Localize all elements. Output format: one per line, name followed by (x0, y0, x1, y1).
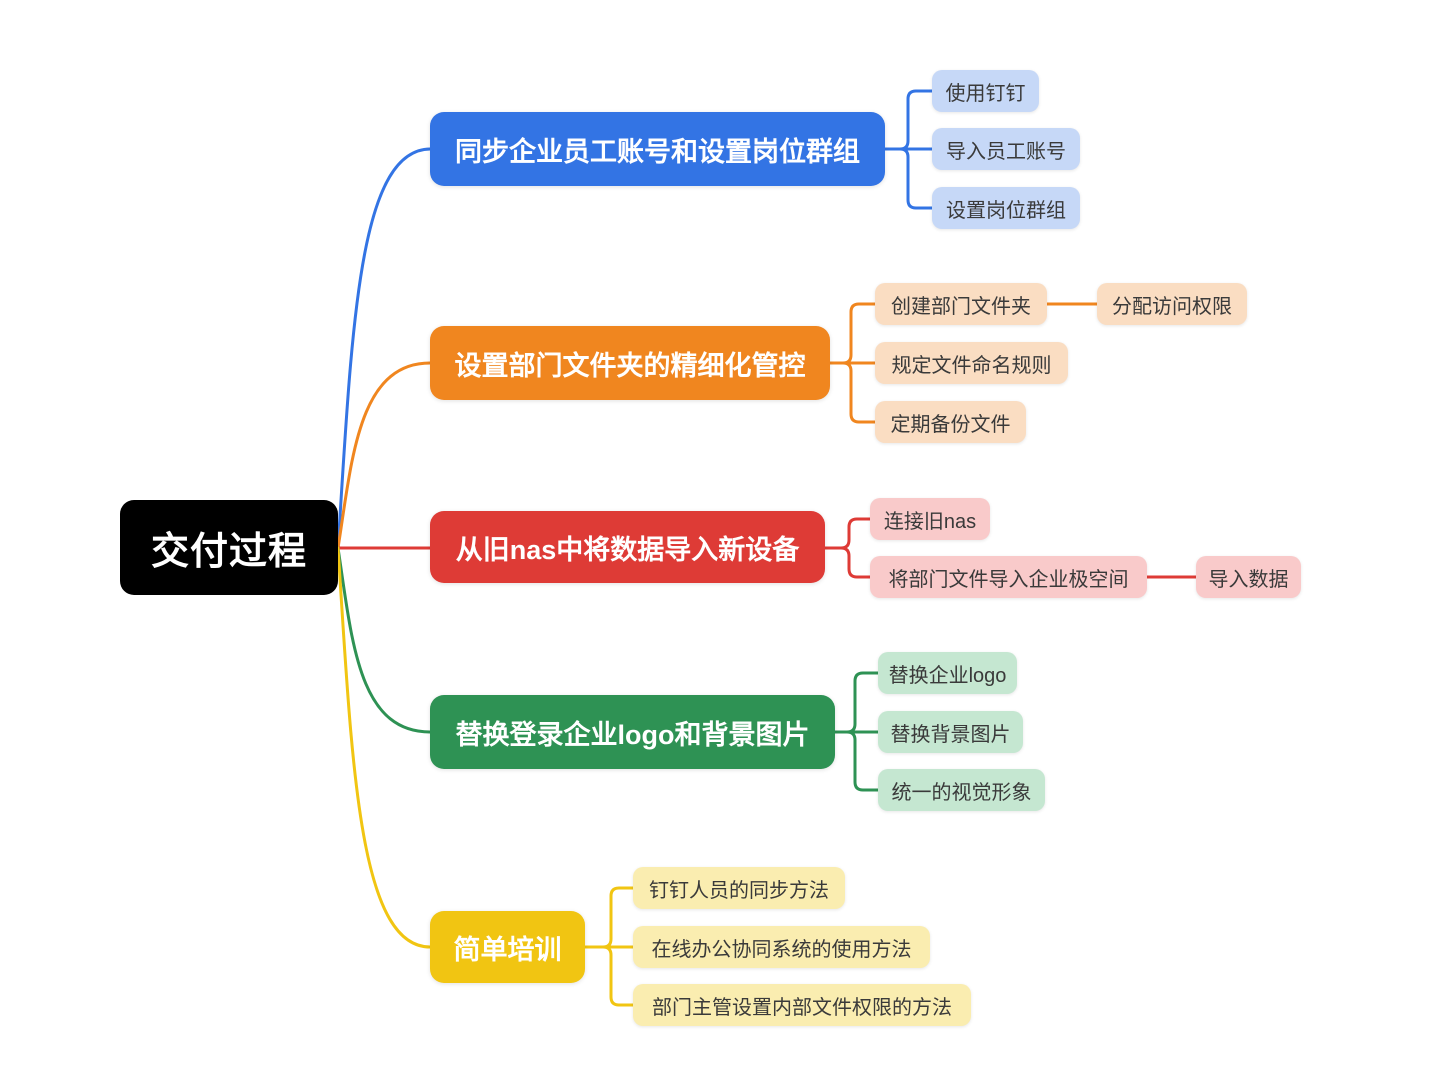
branch-curve-sync-accounts (336, 147, 432, 550)
branch-curve-folder-control (336, 361, 432, 550)
connector-blue-child-3 (883, 147, 934, 210)
connector-green-child-3 (833, 730, 880, 792)
child-node-collab-system-usage[interactable]: 在线办公协同系统的使用方法 (633, 926, 930, 968)
branch-node-nas-import[interactable]: 从旧nas中将数据导入新设备 (430, 511, 825, 583)
child-node-unified-visual[interactable]: 统一的视觉形象 (878, 769, 1045, 811)
grandchild-node-assign-access[interactable]: 分配访问权限 (1097, 283, 1247, 325)
branch-node-folder-control[interactable]: 设置部门文件夹的精细化管控 (430, 326, 830, 400)
child-node-set-position-groups[interactable]: 设置岗位群组 (932, 187, 1080, 229)
child-node-dingtalk-sync-method[interactable]: 钉钉人员的同步方法 (633, 867, 845, 909)
child-node-replace-logo[interactable]: 替换企业logo (878, 652, 1017, 694)
branch-node-logo-replace[interactable]: 替换登录企业logo和背景图片 (430, 695, 835, 769)
child-node-import-dept-files[interactable]: 将部门文件导入企业极空间 (870, 556, 1147, 598)
connector-red-child-2 (823, 546, 872, 579)
child-node-connect-old-nas[interactable]: 连接旧nas (870, 498, 990, 540)
connector-blue-child-1 (883, 89, 934, 151)
connector-orange-child-3 (828, 361, 877, 424)
connector-red-child-1 (823, 517, 872, 550)
branch-curve-logo-replace (336, 546, 432, 734)
connector-yellow-child-1 (583, 886, 635, 949)
grandchild-node-import-data[interactable]: 导入数据 (1196, 556, 1301, 598)
child-node-create-dept-folder[interactable]: 创建部门文件夹 (875, 283, 1047, 325)
connector-green-child-1 (833, 671, 880, 734)
child-node-import-accounts[interactable]: 导入员工账号 (932, 128, 1080, 170)
branch-node-training[interactable]: 简单培训 (430, 911, 585, 983)
connector-orange-child-1 (828, 302, 877, 365)
child-node-replace-background[interactable]: 替换背景图片 (878, 711, 1023, 753)
child-node-backup-files[interactable]: 定期备份文件 (875, 401, 1026, 443)
child-node-dept-permission-method[interactable]: 部门主管设置内部文件权限的方法 (633, 984, 971, 1026)
branch-curve-training (336, 546, 432, 949)
child-node-use-dingtalk[interactable]: 使用钉钉 (932, 70, 1039, 112)
branch-node-sync-accounts[interactable]: 同步企业员工账号和设置岗位群组 (430, 112, 885, 186)
connector-yellow-child-3 (583, 945, 635, 1007)
child-node-naming-rules[interactable]: 规定文件命名规则 (875, 342, 1068, 384)
root-topic[interactable]: 交付过程 (120, 500, 338, 595)
